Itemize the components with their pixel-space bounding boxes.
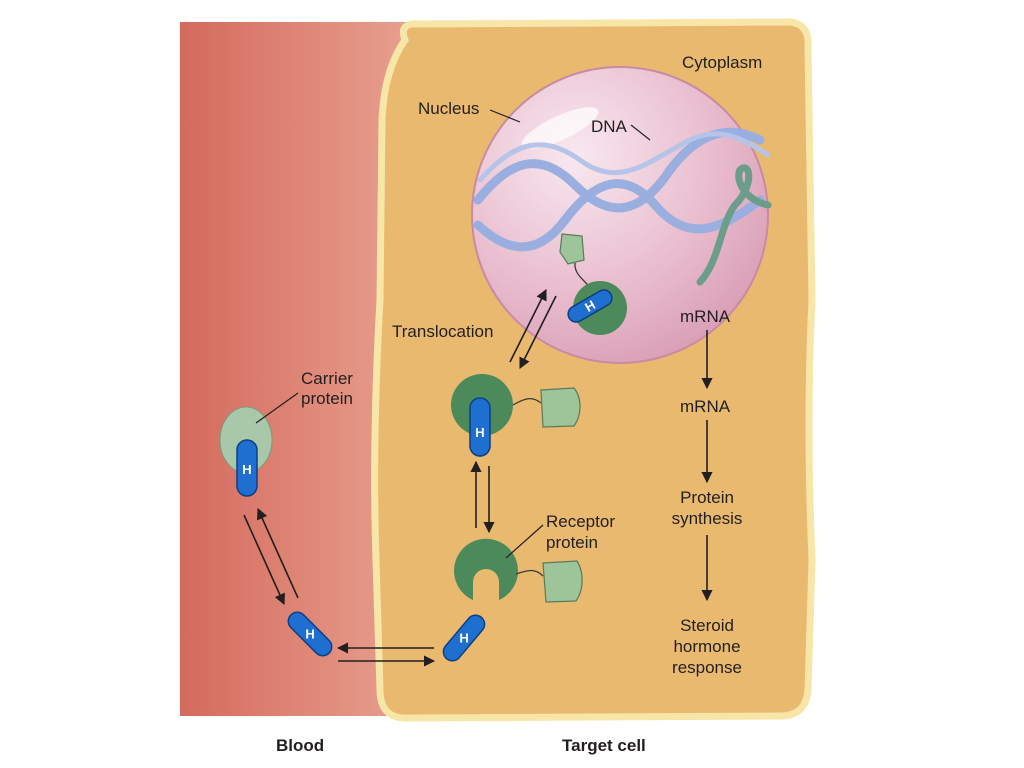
nucleus-pointer	[489, 109, 521, 123]
protein-synthesis-line1: Protein	[680, 488, 734, 507]
response-line3: response	[672, 658, 742, 677]
mrna-strand	[696, 164, 772, 286]
nucleus-highlight	[521, 107, 599, 149]
dna-binding-domain-lower	[542, 560, 583, 603]
svg-text:H: H	[305, 627, 314, 642]
blood-arrow-down	[243, 514, 285, 606]
svg-text:H: H	[242, 462, 251, 477]
mrna-cytoplasm-label: mRNA	[680, 397, 731, 416]
dna-strand-2	[473, 179, 765, 252]
response-line1: Steroid	[680, 616, 734, 635]
response-line2: hormone	[673, 637, 740, 656]
svg-text:H: H	[459, 631, 468, 646]
hormone-nuclear: H	[567, 289, 613, 323]
cytoplasm-label: Cytoplasm	[682, 53, 762, 72]
translocation-arrow-down	[519, 295, 557, 370]
carrier-label-line1: Carrier	[301, 369, 353, 388]
receptor-label-line1: Receptor	[546, 512, 615, 531]
svg-text:H: H	[475, 425, 484, 440]
hormone-free-cell: H	[442, 614, 486, 662]
dna-label: DNA	[591, 117, 628, 136]
carrier-pointer	[255, 392, 299, 424]
receptor-label-line2: protein	[546, 533, 598, 552]
blood-region	[180, 22, 410, 716]
dna-binding-domain-upper	[540, 387, 581, 428]
translocation-arrow-up	[509, 288, 547, 363]
receptor-pointer	[505, 524, 544, 559]
nucleus-label: Nucleus	[418, 99, 479, 118]
binding-tether-upper	[512, 398, 542, 406]
translocation-label: Translocation	[392, 322, 493, 341]
blood-label: Blood	[276, 736, 324, 755]
carrier-label-line2: protein	[301, 389, 353, 408]
dna-strand-3	[477, 131, 771, 183]
target-cell-label: Target cell	[562, 736, 646, 755]
protein-synthesis-line2: synthesis	[672, 509, 743, 528]
hormone-carrier: H	[236, 439, 258, 497]
blood-arrow-up	[257, 507, 299, 599]
dna-pointer	[630, 124, 651, 141]
binding-tether-lower	[515, 569, 544, 577]
hormone-free-blood: H	[287, 611, 333, 657]
dna-binding-domain	[559, 233, 585, 265]
receptor-protein-unbound	[453, 538, 518, 600]
mrna-nuclear-label: mRNA	[680, 307, 731, 326]
hormone-bound: H	[469, 397, 491, 457]
